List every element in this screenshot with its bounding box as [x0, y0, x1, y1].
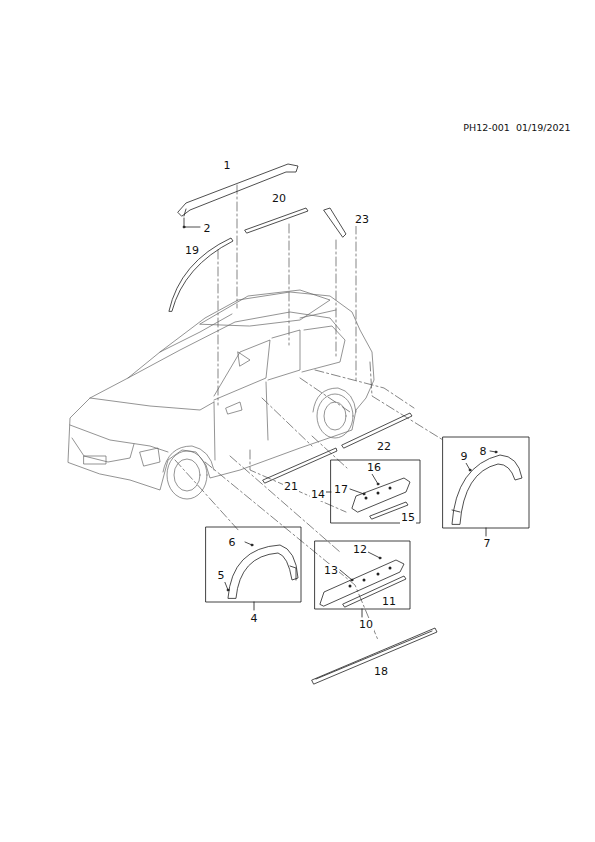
rocker-molding-front: [263, 448, 337, 483]
callout-number: 12: [352, 543, 368, 556]
callout-number: 20: [271, 192, 287, 205]
callout-number: 19: [184, 244, 200, 257]
pillar-molding: [324, 208, 346, 237]
callout-number: 22: [376, 440, 392, 453]
callout-number: 10: [358, 618, 374, 631]
windshield-molding: [169, 238, 233, 311]
car-outline: [68, 290, 374, 490]
callout-number: 11: [381, 595, 397, 608]
callout-number: 6: [228, 536, 237, 549]
callout-number: 9: [460, 450, 469, 463]
callout-number: 8: [479, 445, 488, 458]
callout-number: 14: [310, 488, 326, 501]
callout-number: 16: [366, 461, 382, 474]
callout-number: 18: [373, 665, 389, 678]
callout-number: 2: [203, 222, 212, 235]
callout-number: 1: [223, 159, 232, 172]
leader-lines: [175, 185, 443, 640]
rear-door-molding: [352, 478, 410, 512]
drawing-id: PH12-001 01/19/2021: [462, 122, 571, 134]
roof-rail: [178, 164, 298, 216]
roof-molding: [245, 208, 308, 233]
rocker-strip: [312, 628, 437, 684]
callout-number: 5: [217, 569, 226, 582]
callout-number: 23: [354, 213, 370, 226]
callout-number: 21: [283, 480, 299, 493]
callout-number: 15: [400, 511, 416, 524]
detail-boxes: [206, 437, 529, 617]
callout-number: 7: [483, 537, 492, 550]
leader-2: [184, 218, 200, 227]
callout-number: 4: [250, 612, 259, 625]
wheels: [163, 388, 356, 499]
callout-number: 17: [333, 483, 349, 496]
rear-wheel-molding: [452, 455, 522, 524]
front-wheel-molding: [228, 545, 298, 598]
callout-number: 13: [323, 564, 339, 577]
